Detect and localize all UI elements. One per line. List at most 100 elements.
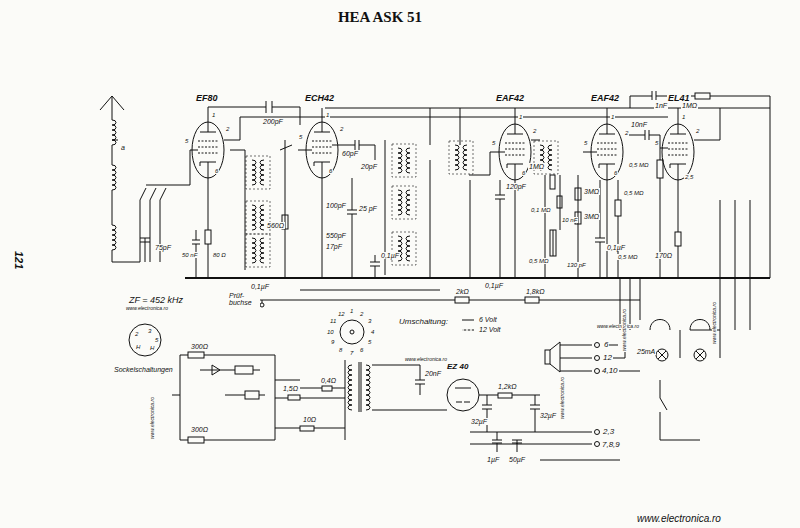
watermark: www.electronica.ro	[560, 376, 565, 420]
socket-diagrams	[129, 320, 364, 356]
component-value: 50µF	[508, 456, 526, 463]
wires	[100, 91, 770, 330]
pin-number: 8	[338, 347, 343, 353]
schematic-line	[595, 343, 600, 348]
tube-symbols	[192, 122, 694, 180]
pin-number: 2	[532, 128, 537, 134]
component-value: 550pF	[325, 232, 347, 239]
component-value: 1MΩ	[528, 163, 545, 170]
pin-number: 2	[695, 128, 700, 134]
pin-number: 5	[367, 339, 372, 345]
schematic-line	[392, 186, 416, 219]
schematic-line	[595, 430, 600, 435]
component-value: 25 pF	[358, 205, 378, 212]
schematic-line	[662, 124, 694, 180]
component-value: 32µF	[470, 418, 488, 425]
pin-number: H	[135, 344, 141, 350]
component-value: 17pF	[325, 243, 343, 250]
component-value: 0,5 MΩ	[617, 254, 639, 260]
test-socket-label: Prüf- buchse	[228, 292, 260, 306]
schematic-line	[525, 297, 539, 303]
component-value: 10 nF	[561, 217, 578, 223]
component-value: 130 pF	[566, 262, 587, 268]
component-value: 1,5Ω	[282, 385, 299, 392]
component-symbols	[188, 320, 710, 447]
component-value: 10Ω	[302, 416, 317, 423]
pin-number: 1	[681, 114, 686, 120]
pin-number: 10	[326, 329, 335, 335]
component-value: 3MΩ	[583, 188, 600, 195]
component-value: 0,1µF	[250, 283, 270, 290]
pin-number: 2,3	[602, 428, 615, 436]
component-value: 0,5 MΩ	[623, 190, 645, 196]
schematic-line	[447, 379, 479, 411]
schematic-line	[348, 365, 352, 410]
schematic-line	[288, 395, 300, 400]
schematic-line	[550, 175, 555, 189]
schematic-line	[656, 349, 668, 361]
schematic-line	[205, 230, 211, 244]
schematic-line	[449, 141, 473, 174]
component-value: 32µF	[539, 412, 557, 419]
schematic-line	[575, 188, 581, 200]
note: ZF = 452 kHz	[128, 296, 184, 305]
component-value: 0,1µF	[380, 252, 400, 259]
component-value: 300Ω	[190, 426, 209, 433]
schematic-line	[675, 232, 681, 246]
watermark: www.electronica.ro	[150, 396, 155, 440]
pin-number: 11	[329, 318, 337, 324]
component-value: 1MΩ	[681, 102, 698, 109]
component-value: 20pF	[360, 163, 378, 170]
component-value: 1µF	[486, 456, 500, 463]
component-value: 20nF	[424, 370, 442, 377]
component-value: 200pF	[262, 118, 284, 125]
component-value: 0,5 MΩ	[628, 162, 650, 168]
component-value: 170Ω	[654, 252, 673, 259]
pin-number: 5	[491, 140, 496, 146]
pin-number: 3	[367, 318, 372, 324]
schematic-line	[350, 330, 354, 334]
page-number: 121	[13, 250, 24, 270]
coil-symbols	[112, 120, 558, 267]
component-value: 25mA	[636, 348, 656, 355]
pin-number: 12	[337, 311, 346, 317]
tube-name: EF80	[195, 94, 219, 103]
schematic-line	[658, 351, 666, 359]
schematic-line	[595, 356, 600, 361]
schematic-line	[188, 437, 204, 443]
component-value: 560Ω	[266, 222, 285, 229]
note: Umschaltung:	[398, 318, 449, 326]
switch-legend	[462, 320, 474, 330]
ground-bus	[185, 277, 770, 279]
watermark: www.electronica.ro	[622, 308, 627, 352]
component-value: 120pF	[505, 183, 527, 190]
component-value: 0,1 MΩ	[530, 207, 552, 213]
schematic-line	[462, 329, 474, 331]
schematic-line	[694, 349, 706, 361]
component-value: 0,5 MΩ	[528, 258, 550, 264]
schematic-line	[235, 366, 253, 374]
watermark: www.electronica.ro	[125, 306, 169, 311]
note: Sockelschaltungen	[113, 366, 174, 373]
pin-number: 1	[211, 112, 216, 118]
schematic-line	[696, 351, 704, 359]
component-value: 3MΩ	[583, 213, 600, 220]
watermark: www.electronica.ro	[596, 324, 640, 329]
pin-number: 9	[330, 339, 335, 345]
schematic-line	[245, 391, 259, 399]
pin-number: 2	[225, 126, 230, 132]
watermark: www.electronica.ro	[404, 357, 448, 362]
component-value: 80 Ω	[212, 252, 227, 258]
pin-number: 2	[359, 311, 364, 317]
pin-number: 3	[147, 328, 152, 334]
schematic-line	[595, 442, 600, 447]
component-value: 0,4Ω	[320, 377, 337, 384]
pin-number: 5	[298, 134, 303, 140]
note: 12 Volt	[478, 326, 502, 333]
pin-number: 2,5	[684, 174, 694, 180]
component-value: 75pF	[154, 244, 172, 251]
schematic-line	[545, 350, 550, 364]
component-value: 10nF	[630, 121, 648, 128]
component-value: 1,8kΩ	[525, 288, 546, 295]
